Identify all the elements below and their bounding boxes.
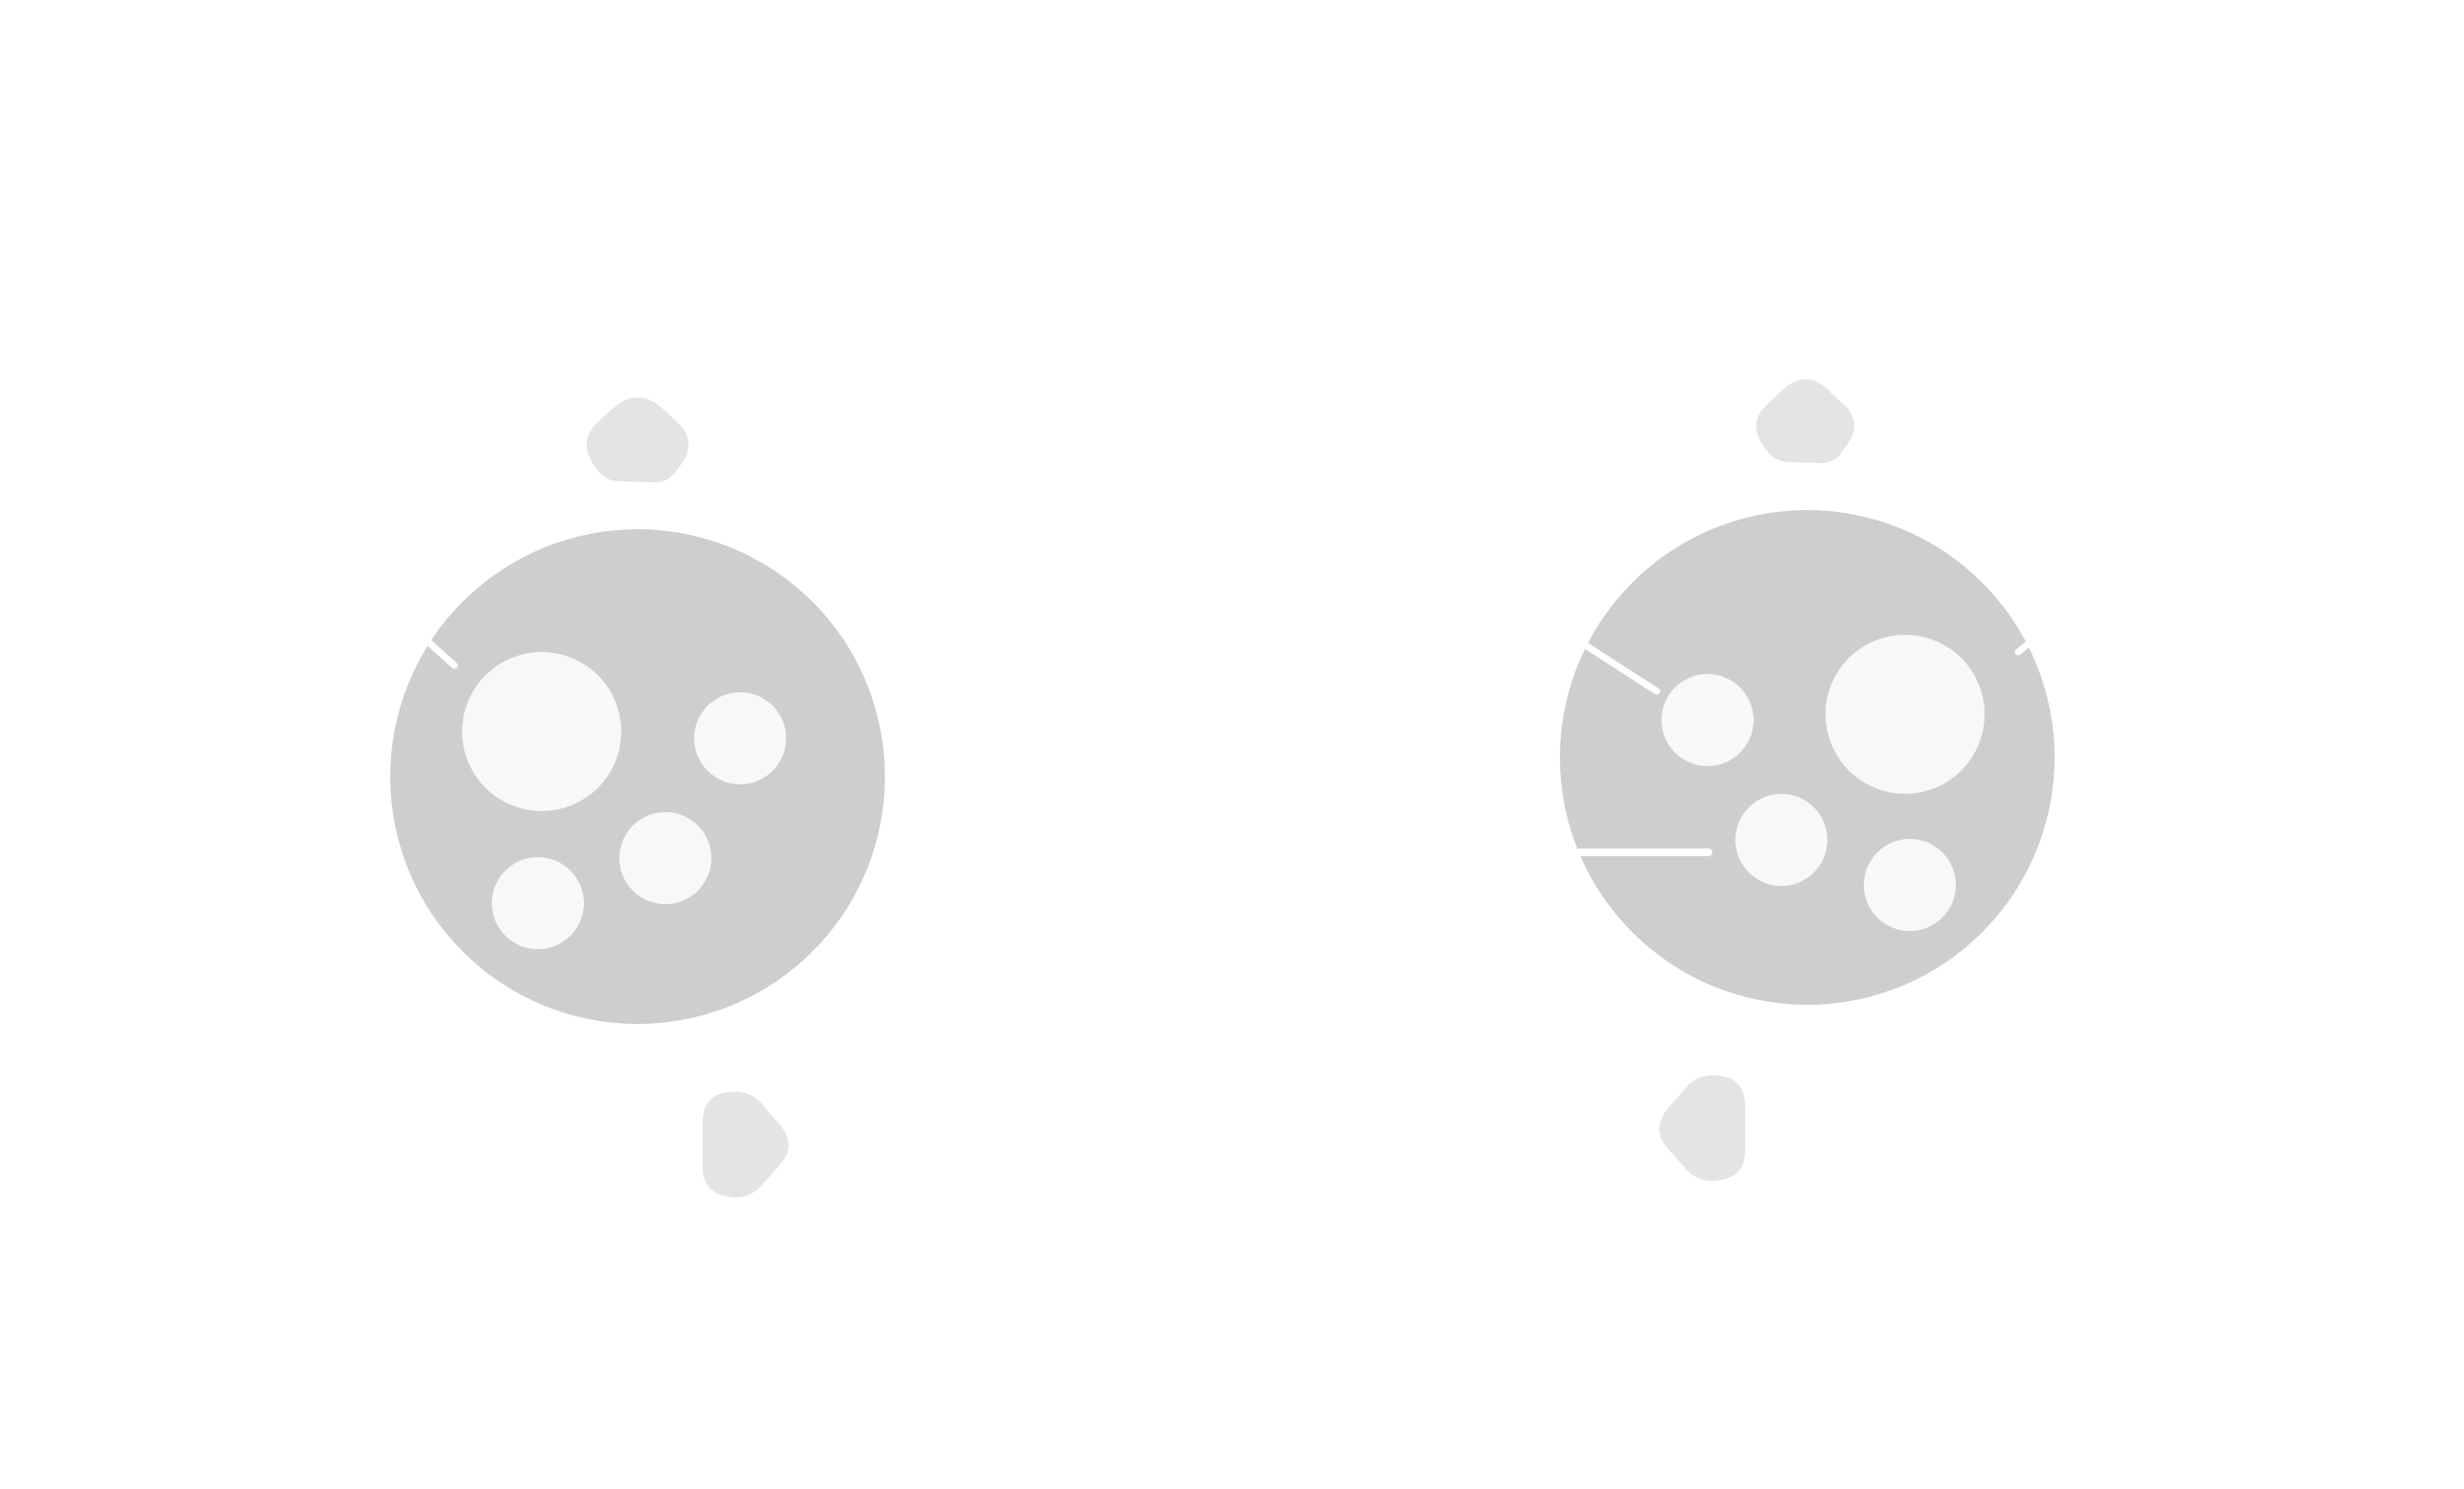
right-hole-small-left [1662, 674, 1754, 766]
left-disc [390, 529, 885, 1024]
left-top-knob [586, 397, 688, 483]
left-disc-figure [390, 397, 885, 1198]
right-disc-figure [1559, 379, 2056, 1181]
right-hole-small-center [1735, 794, 1827, 886]
right-bottom-knob [1659, 1075, 1745, 1181]
left-hole-small-center [619, 812, 711, 904]
right-hole-large [1825, 635, 1985, 794]
right-scratch-upper-left [1580, 640, 1661, 695]
right-hole-small-bottom [1864, 839, 1956, 931]
left-bottom-knob [703, 1091, 789, 1198]
right-scratch-upper-right [2014, 621, 2056, 656]
left-hole-small-right [694, 692, 786, 784]
right-disc [1560, 510, 2055, 1005]
left-scratch-upper [423, 637, 458, 669]
left-hole-large [462, 652, 621, 811]
right-top-knob [1755, 379, 1854, 464]
left-hole-small-bottom [492, 857, 584, 949]
